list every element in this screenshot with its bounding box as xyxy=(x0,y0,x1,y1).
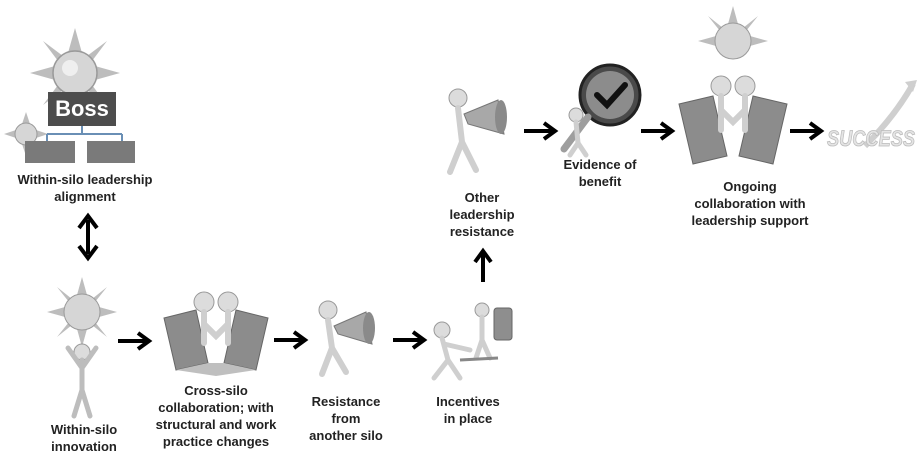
boss-box: Boss xyxy=(48,92,116,126)
org-chart-connector xyxy=(46,126,123,142)
megaphone-figure-other-resistance xyxy=(447,88,507,175)
org-subordinate-box-right xyxy=(87,141,135,163)
arrow-right xyxy=(790,121,825,141)
label-evidence: Evidence of benefit xyxy=(563,157,637,189)
label-incentives: Incentives in place xyxy=(436,394,500,426)
magnifier-checkmark-figure xyxy=(560,63,642,158)
label-ongoing: Ongoing collaboration with leadership su… xyxy=(691,179,809,228)
success-text: SUCCESS xyxy=(827,126,915,151)
org-subordinate-box-left xyxy=(25,141,75,163)
arrow-right xyxy=(524,121,559,141)
arrow-right xyxy=(641,121,676,141)
arrow-right xyxy=(118,331,153,351)
success-graphic: SUCCESS xyxy=(827,80,917,151)
incentives-figure xyxy=(431,302,513,381)
stick-figure-innovation xyxy=(65,343,99,419)
label-other-resistance: Other leadership resistance xyxy=(449,190,515,239)
arrow-right xyxy=(274,330,309,350)
label-within-silo-alignment: Within-silo leadership alignment xyxy=(17,172,153,204)
sun-icon-ongoing xyxy=(698,6,768,60)
sun-icon-innovation xyxy=(47,277,117,347)
label-resistance: Resistance from another silo xyxy=(309,394,383,443)
label-within-silo-innovation: Within-silo innovation xyxy=(50,422,118,454)
arrow-up xyxy=(473,247,493,282)
label-cross-silo: Cross-silo collaboration; with structura… xyxy=(155,383,277,449)
arrow-right xyxy=(393,330,428,350)
collaboration-laptops-figure xyxy=(163,291,269,376)
megaphone-figure-resistance xyxy=(318,300,375,377)
double-arrow-vertical xyxy=(77,212,99,262)
collaboration-laptops-figure-ongoing xyxy=(678,75,788,165)
